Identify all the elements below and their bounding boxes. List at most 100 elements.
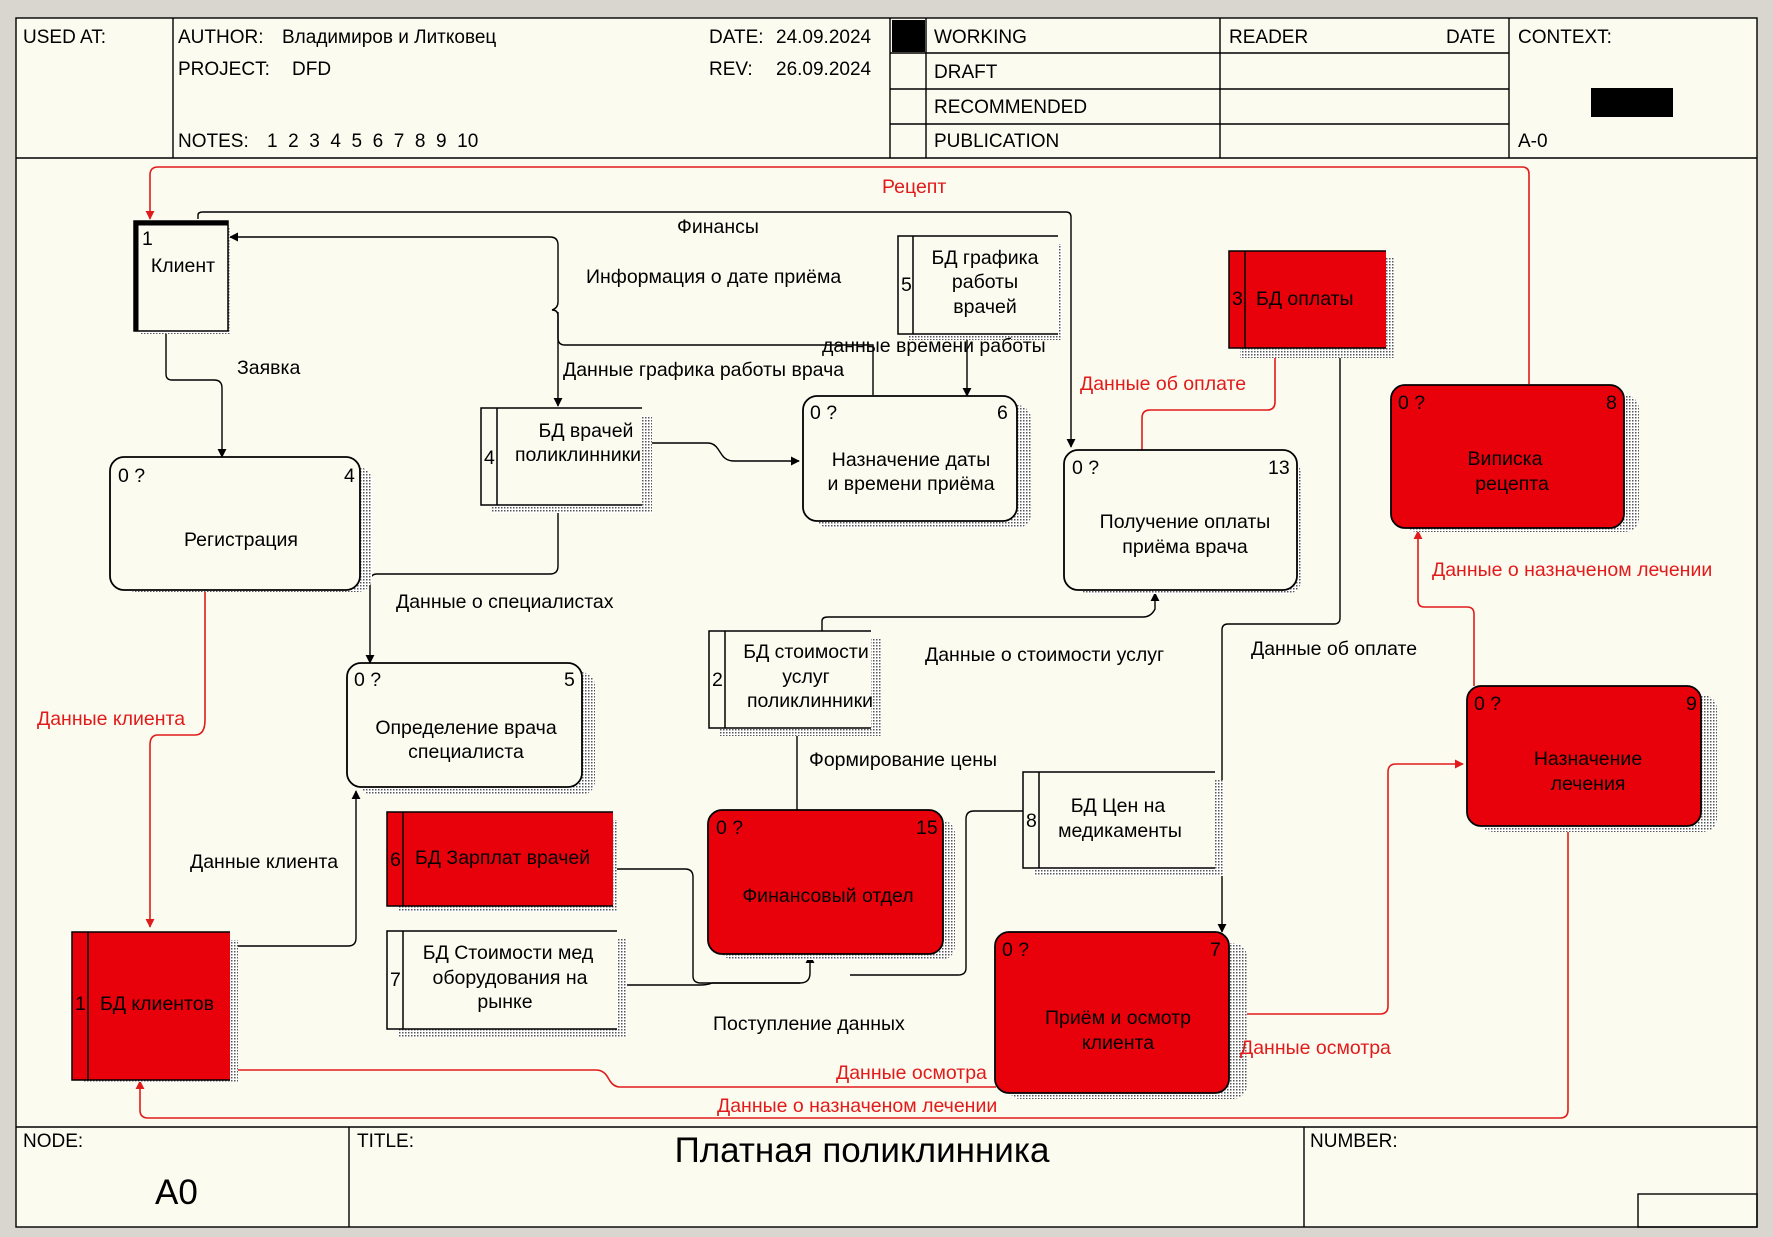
process-doctor-selection-line-1: Определение врача xyxy=(375,717,556,739)
notes-label: NOTES: xyxy=(178,131,249,152)
flow-label-client-data: Данные клиента xyxy=(190,851,338,873)
store-doctors-line-1: БД врачей xyxy=(539,420,634,442)
store-salaries-line-1: БД Зарплат врачей xyxy=(415,847,590,869)
flow-client-data-red xyxy=(145,592,206,928)
process-examination[interactable]: 0 ? 7 Приём и осмотр клиента xyxy=(994,931,1247,1099)
store-service-costs-line-1: БД стоимости xyxy=(743,641,868,663)
project-label: PROJECT: xyxy=(178,59,270,80)
flow-label-payment-data: Данные об оплате xyxy=(1080,373,1246,395)
process-payment-line-2: приёма врача xyxy=(1122,536,1248,558)
flow-service-cost xyxy=(821,592,1160,631)
reader-label: READER xyxy=(1229,27,1308,48)
process-prescription-line-1: Виписка xyxy=(1468,448,1543,470)
flow-label-specialists: Данные о специалистах xyxy=(396,591,614,613)
store-equipment-line-2: оборудования на xyxy=(432,967,587,989)
process-treatment-tag: 0 ? xyxy=(1474,693,1501,715)
flow-label-recept: Рецепт xyxy=(882,176,946,198)
status-draft: DRAFT xyxy=(934,62,998,83)
store-doctors-line-2: поликлинники xyxy=(515,444,641,466)
store-payments[interactable]: 3 БД оплаты xyxy=(1228,250,1394,358)
process-payment-tag: 0 ? xyxy=(1072,457,1099,479)
flow-payment-data xyxy=(1141,347,1280,451)
rev-label: REV: xyxy=(709,59,753,80)
flow-exam-data-1 xyxy=(1227,759,1464,1015)
store-schedule[interactable]: 5 БД графика работы врачей xyxy=(897,235,1062,340)
node-label: NODE: xyxy=(23,1131,83,1152)
store-service-costs-line-3: поликлинники xyxy=(747,690,873,712)
process-prescription-tag: 0 ? xyxy=(1398,392,1425,414)
used-at-label: USED AT: xyxy=(23,27,106,48)
rev-value: 26.09.2024 xyxy=(776,59,872,80)
store-med-prices-line-1: БД Цен на xyxy=(1071,795,1166,817)
store-clients-line-1: БД клиентов xyxy=(100,993,214,1015)
process-doctor-selection-num: 5 xyxy=(564,669,575,691)
store-clients-num: 1 xyxy=(75,993,86,1015)
author-value: Владимиров и Литковец xyxy=(282,27,496,48)
flow-payment-data-2 xyxy=(1217,348,1341,933)
process-prescription-num: 8 xyxy=(1606,392,1617,414)
node-value: A0 xyxy=(155,1173,198,1212)
date-label: DATE: xyxy=(709,27,764,48)
process-doctor-selection-line-2: специалиста xyxy=(408,741,524,763)
flow-doctors-to-appointment xyxy=(650,442,800,466)
process-registration-tag: 0 ? xyxy=(118,465,145,487)
process-registration[interactable]: 0 ? 4 Регистрация xyxy=(109,456,372,592)
store-equipment-num: 7 xyxy=(390,969,401,991)
flow-info-date xyxy=(229,232,874,395)
flow-zayavka xyxy=(165,334,227,458)
flow-equipment xyxy=(615,954,815,986)
author-label: AUTHOR: xyxy=(178,27,264,48)
store-clients[interactable]: 1 БД клиентов xyxy=(71,931,238,1082)
process-registration-num: 4 xyxy=(344,465,355,487)
flow-salaries xyxy=(615,868,800,984)
process-prescription-line-2: рецепта xyxy=(1475,473,1549,495)
process-finance-num: 15 xyxy=(916,817,938,839)
store-doctors-num: 4 xyxy=(484,447,495,469)
store-service-costs-num: 2 xyxy=(712,669,723,691)
store-service-costs-line-2: услуг xyxy=(782,666,830,688)
process-payment[interactable]: 0 ? 13 Получение оплаты приёма врача xyxy=(1063,449,1301,594)
store-equipment-line-3: рынке xyxy=(477,991,532,1013)
flow-label-exam-data-1: Данные осмотра xyxy=(1240,1037,1391,1059)
flow-label-exam-data-2: Данные осмотра xyxy=(836,1062,987,1084)
process-prescription[interactable]: 0 ? 8 Виписка рецепта xyxy=(1390,384,1639,532)
flow-label-finansy: Финансы xyxy=(677,216,759,238)
process-treatment-line-1: Назначение xyxy=(1534,748,1642,770)
flow-recept xyxy=(145,166,1530,384)
process-finance-tag: 0 ? xyxy=(716,817,743,839)
store-med-prices[interactable]: 8 БД Цен на медикаменты xyxy=(1022,771,1224,876)
number-label: NUMBER: xyxy=(1310,1131,1398,1152)
process-payment-line-1: Получение оплаты xyxy=(1100,511,1271,533)
title-label: TITLE: xyxy=(357,1131,414,1152)
store-doctors[interactable]: 4 БД врачей поликлинники xyxy=(480,407,652,513)
process-treatment[interactable]: 0 ? 9 Назначение лечения xyxy=(1466,685,1717,832)
context-label: CONTEXT: xyxy=(1518,27,1612,48)
store-med-prices-line-2: медикаменты xyxy=(1058,820,1182,842)
status-working: WORKING xyxy=(934,27,1027,48)
process-doctor-selection[interactable]: 0 ? 5 Определение врача специалиста xyxy=(346,662,595,795)
process-finance[interactable]: 0 ? 15 Финансовый отдел xyxy=(707,809,955,960)
process-appointment-line-1: Назначение даты xyxy=(832,449,991,471)
process-appointment[interactable]: 0 ? 6 Назначение даты и времени приёма xyxy=(802,395,1031,528)
store-salaries[interactable]: 6 БД Зарплат врачей xyxy=(386,811,617,912)
process-appointment-num: 6 xyxy=(997,402,1008,424)
reader-date-label: DATE xyxy=(1446,27,1495,48)
store-equipment[interactable]: 7 БД Стоимости мед оборудования на рынке xyxy=(386,930,627,1037)
notes-value: 1 2 3 4 5 6 7 8 9 10 xyxy=(267,131,478,152)
process-doctor-selection-tag: 0 ? xyxy=(354,669,381,691)
diagram-title: Платная поликлинника xyxy=(675,1131,1050,1170)
store-equipment-line-1: БД Стоимости мед xyxy=(423,942,594,964)
footer-frame xyxy=(16,1126,1758,1228)
flow-treatment-data xyxy=(1413,530,1475,686)
flow-label-price-forming: Формирование цены xyxy=(809,749,997,771)
flow-label-schedule-doctor: Данные графика работы врача xyxy=(563,359,844,381)
entity-client-label: Клиент xyxy=(151,255,215,277)
entity-client[interactable]: 1 Клиент xyxy=(133,220,230,334)
flow-label-data-income: Поступление данных xyxy=(713,1013,905,1035)
flow-finansy xyxy=(197,211,1076,448)
flow-label-payment-data-2: Данные об оплате xyxy=(1251,638,1417,660)
flow-label-work-time: данные времени работы xyxy=(822,335,1046,357)
store-service-costs[interactable]: 2 БД стоимости услуг поликлинники xyxy=(708,630,881,736)
header-frame xyxy=(16,18,1757,159)
